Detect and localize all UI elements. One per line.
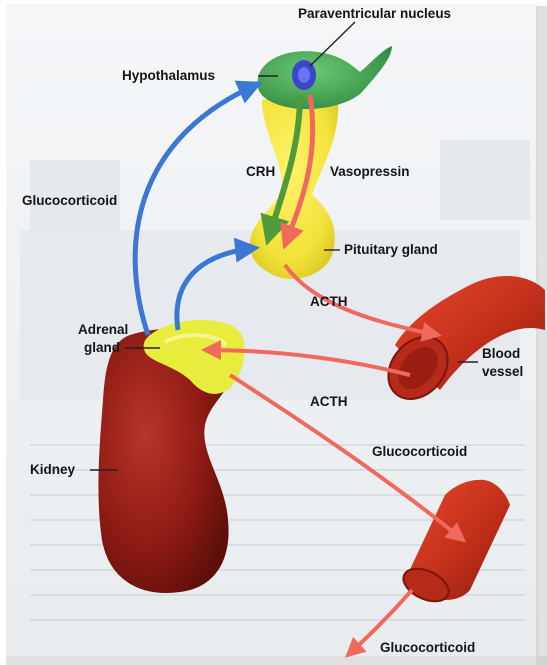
label-kidney: Kidney — [30, 462, 75, 478]
label-adrenal-line2: gland — [84, 340, 120, 356]
label-paraventricular-nucleus: Paraventricular nucleus — [298, 6, 451, 22]
label-adrenal-line1: Adrenal — [78, 322, 128, 338]
label-crh: CRH — [246, 164, 275, 180]
label-blood-line1: Blood — [482, 346, 520, 362]
label-vessel-line2: vessel — [482, 364, 523, 380]
label-pituitary-gland: Pituitary gland — [344, 242, 438, 258]
label-glucocorticoid-middle: Glucocorticoid — [372, 444, 467, 460]
label-glucocorticoid-feedback: Glucocorticoid — [22, 193, 117, 209]
page-shadow-bottom — [6, 656, 547, 665]
label-vasopressin: Vasopressin — [330, 164, 410, 180]
label-hypothalamus: Hypothalamus — [122, 68, 215, 84]
label-acth-lower: ACTH — [310, 394, 348, 410]
label-glucocorticoid-bottom: Glucocorticoid — [380, 640, 475, 656]
page-shadow-right — [536, 6, 547, 665]
label-acth-upper: ACTH — [310, 294, 348, 310]
